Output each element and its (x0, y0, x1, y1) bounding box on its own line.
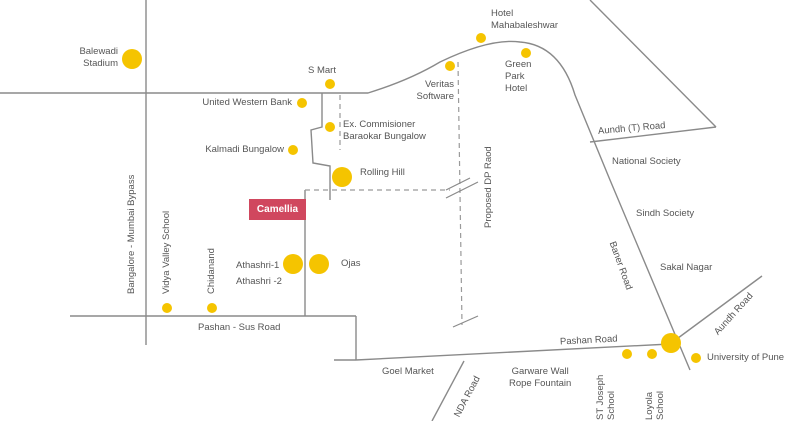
veritas-software-marker[interactable] (445, 61, 455, 71)
label-line: Hotel (491, 8, 514, 19)
vidya-valley-school-marker[interactable] (162, 303, 172, 313)
st-joseph-school-marker[interactable] (622, 349, 632, 359)
proposed-dp-road-label: Proposed DP Raod (483, 146, 494, 228)
label-line: Ex. Commisioner (343, 119, 416, 130)
ex-commissioner-label: Ex. Commisioner Baraokar Bungalow (343, 119, 426, 143)
label-line: Software (416, 91, 455, 102)
bypass-road-label: Bangalore - Mumbai Bypass (126, 174, 137, 294)
goel-market-label: Goel Market (382, 366, 434, 377)
pashan-road (355, 343, 671, 361)
ojas-label: Ojas (341, 258, 361, 269)
label-line: Balewadi (79, 46, 118, 57)
rolling-hill-label: Rolling Hill (360, 167, 405, 178)
label-line: Veritas (424, 79, 454, 90)
balewadi-stadium-marker[interactable] (122, 49, 142, 69)
label-line: School (606, 390, 617, 420)
university-of-pune-marker[interactable] (691, 353, 701, 363)
green-park-hotel-marker[interactable] (521, 48, 531, 58)
loyola-school-label: Loyola School (644, 391, 666, 420)
athashri-label: Athashri-1 Athashri -2 (236, 258, 282, 290)
athashri-marker[interactable] (283, 254, 303, 274)
sakal-nagar-label: Sakal Nagar (660, 262, 713, 273)
vidya-valley-school-label: Vidya Valley School (161, 210, 172, 294)
label-line: Loyola (644, 392, 655, 420)
loyola-school-marker[interactable] (647, 349, 657, 359)
camellia-project-marker[interactable]: Camellia (249, 199, 306, 220)
veritas-software-label: Veritas Software (406, 79, 455, 103)
label-line: Green (505, 59, 532, 70)
green-park-hotel-label: Green Park Hotel (505, 59, 531, 95)
ojas-marker[interactable] (309, 254, 329, 274)
st-joseph-school-label: ST Joseph School (595, 375, 617, 420)
united-western-bank-marker[interactable] (297, 98, 307, 108)
label-line: ST Joseph (595, 374, 606, 420)
university-junction-marker[interactable] (661, 333, 681, 353)
kalmadi-bungalow-label: Kalmadi Bungalow (205, 144, 284, 155)
label-line: Mahabaleshwar (491, 20, 559, 31)
pashan-sus-road-label: Pashan - Sus Road (198, 322, 281, 333)
garware-wall-label: Garware Wall Rope Fountain (509, 366, 571, 390)
national-society-label: National Society (612, 156, 681, 167)
aundh-it-road (589, 0, 717, 128)
label-line: Park (505, 71, 525, 82)
hotel-mahabaleshwar-marker[interactable] (476, 33, 486, 43)
top-road (0, 40, 691, 371)
label-line: Rope Fountain (509, 378, 572, 389)
label-line: Athashri-1 (236, 260, 280, 271)
nda-road (431, 360, 465, 421)
kalmadi-bungalow-marker[interactable] (288, 145, 298, 155)
chidanand-marker[interactable] (207, 303, 217, 313)
label-line: Garware Wall (511, 366, 569, 377)
chidanand-label: Chidanand (206, 248, 217, 294)
sindh-society-label: Sindh Society (636, 208, 695, 219)
label-line: School (655, 390, 666, 420)
s-mart-label: S Mart (308, 65, 336, 76)
united-western-bank-label: United Western Bank (202, 97, 292, 108)
hotel-mahabaleshwar-label: Hotel Mahabaleshwar (491, 8, 558, 32)
label-line: Athashri -2 (236, 276, 282, 287)
ex-commissioner-marker[interactable] (325, 122, 335, 132)
aundh-road (669, 275, 763, 345)
balewadi-stadium-label: Balewadi Stadium (62, 46, 118, 70)
label-line: Baraokar Bungalow (343, 131, 426, 142)
s-mart-marker[interactable] (325, 79, 335, 89)
label-line: Hotel (505, 83, 528, 94)
label-line: Stadium (83, 58, 118, 69)
university-of-pune-label: University of Pune (707, 352, 785, 363)
rolling-hill-marker[interactable] (332, 167, 352, 187)
